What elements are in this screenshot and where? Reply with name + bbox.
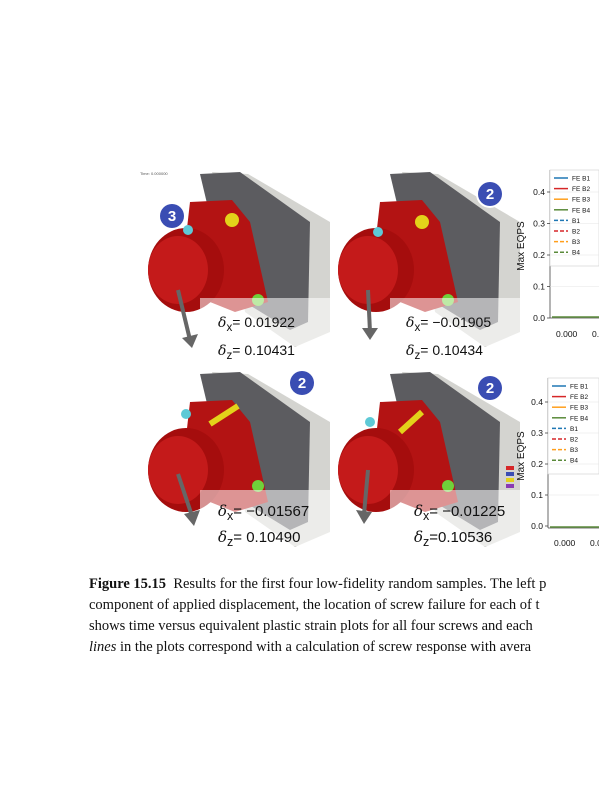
y-tick-label: 0.0 — [533, 313, 545, 323]
delta-x-label: δx= 0.01922 — [218, 314, 295, 334]
y-axis-label: Max EQPS — [516, 221, 527, 271]
delta-symbol: δ — [218, 502, 228, 520]
y-tick-label: 0.3 — [533, 219, 545, 229]
legend-entry: B2 — [570, 437, 578, 444]
legend-entry: B4 — [570, 458, 578, 465]
bracket-render-1 — [148, 172, 330, 348]
eqps-plot-1: Max EQPS 0.0 0.1 0.2 0.3 0.4 FE B1 FE B2 FE B3… — [516, 169, 599, 339]
legend-entry: FE B1 — [572, 176, 590, 183]
legend-entry: B1 — [572, 218, 580, 225]
delta-symbol: δ — [218, 343, 227, 359]
y-tick-label: 0.4 — [533, 187, 545, 197]
eqps-plot-2: Max EQPS 0.0 0.1 0.2 0.3 0.4 FE B1 FE B2 FE B3… — [516, 377, 599, 548]
x-tick-label: 0.000 — [556, 329, 578, 339]
caption-text-1: Results for the first four low-fidelity … — [173, 576, 547, 592]
subscript-z: z — [227, 535, 234, 549]
legend-entry: B1 — [570, 426, 578, 433]
simulation-panel-3: 2 δx= −0.01567 δz= 0.10490 — [140, 362, 330, 562]
legend-box — [547, 377, 599, 475]
failure-count-badge: 2 — [478, 376, 502, 400]
simulation-panel-1: Time: 0.000000 3 δx= 0.01922 δz= 0.10431 — [140, 162, 330, 362]
bracket-render-2 — [338, 172, 520, 347]
y-tick-label: 0.1 — [531, 490, 543, 500]
delta-x-label: δx= −0.01567 — [218, 502, 309, 523]
x-tick-label: 0.0 — [592, 329, 599, 339]
delta-z-label: δz= 0.10490 — [218, 528, 300, 549]
legend-entry: FE B3 — [572, 197, 590, 204]
y-tick-label: 0.3 — [531, 428, 543, 438]
delta-x-value: = −0.01905 — [420, 314, 492, 330]
caption-text-4: in the plots correspond with a calculati… — [116, 639, 532, 655]
failure-count-badge: 2 — [478, 182, 502, 206]
delta-x-value: = −0.01567 — [233, 503, 310, 520]
y-tick-label: 0.2 — [533, 250, 545, 260]
simulation-panel-2: 2 δx= −0.01905 δz= 0.10434 — [330, 162, 520, 362]
bracket-render-3 — [148, 372, 330, 547]
delta-symbol: δ — [406, 343, 415, 359]
x-tick-label: 0.000 — [554, 538, 576, 548]
x-tick-label: 0.00 — [590, 538, 599, 548]
delta-symbol: δ — [414, 502, 424, 520]
legend-entry: B4 — [572, 250, 580, 257]
subscript-x: x — [414, 320, 421, 334]
delta-z-value: = 0.10431 — [232, 342, 295, 358]
legend-entry: FE B2 — [570, 394, 588, 401]
caption-line-4: lines in the plots correspond with a cal… — [89, 637, 599, 658]
legend-entry: B3 — [570, 447, 578, 454]
delta-symbol: δ — [406, 315, 415, 331]
caption-line-1: Figure 15.15 Results for the first four … — [89, 574, 599, 595]
y-tick-label: 0.4 — [531, 397, 543, 407]
legend-entry: FE B3 — [570, 405, 588, 412]
delta-z-label: δz= 0.10434 — [406, 342, 483, 362]
legend-entry: FE B4 — [570, 415, 588, 422]
caption-line-3: shows time versus equivalent plastic str… — [89, 618, 533, 634]
y-tick-label: 0.2 — [531, 459, 543, 469]
figure-label: Figure 15.15 — [89, 576, 167, 592]
subscript-x: x — [423, 509, 430, 523]
legend-entry: B2 — [572, 229, 580, 236]
delta-z-label: δz=0.10536 — [414, 528, 492, 549]
failure-count-badge: 3 — [160, 204, 184, 228]
delta-x-label: δx= −0.01225 — [414, 502, 505, 523]
time-label: Time: 0.000000 — [140, 171, 168, 176]
delta-symbol: δ — [414, 528, 424, 546]
delta-symbol: δ — [218, 315, 227, 331]
legend-box — [549, 169, 599, 267]
y-tick-label: 0.1 — [533, 282, 545, 292]
legend-entry: FE B4 — [572, 207, 590, 214]
bracket-render-4 — [338, 372, 520, 547]
delta-z-label: δz= 0.10431 — [218, 342, 295, 362]
legend-entry: B3 — [572, 239, 580, 246]
delta-z-value: =0.10536 — [429, 529, 493, 546]
subscript-z: z — [226, 348, 233, 362]
delta-z-value: = 0.10490 — [233, 529, 301, 546]
failure-count-badge: 2 — [290, 371, 314, 395]
figure-caption: Figure 15.15 Results for the first four … — [89, 574, 599, 658]
delta-x-value: = 0.01922 — [232, 314, 295, 330]
subscript-z: z — [414, 348, 421, 362]
subscript-x: x — [227, 509, 234, 523]
subscript-z: z — [423, 535, 430, 549]
caption-line-2: component of applied displacement, the l… — [89, 597, 540, 613]
delta-symbol: δ — [218, 528, 228, 546]
delta-z-value: = 0.10434 — [420, 342, 483, 358]
y-axis-label: Max EQPS — [516, 431, 527, 481]
caption-italic-word: lines — [89, 639, 117, 655]
subscript-x: x — [226, 320, 233, 334]
simulation-panel-4: 2 δx= −0.01225 δz=0.10536 — [330, 362, 520, 562]
legend-entry: FE B2 — [572, 186, 590, 193]
y-tick-label: 0.0 — [531, 521, 543, 531]
legend-entry: FE B1 — [570, 384, 588, 391]
delta-x-label: δx= −0.01905 — [406, 314, 491, 334]
delta-x-value: = −0.01225 — [429, 503, 506, 520]
